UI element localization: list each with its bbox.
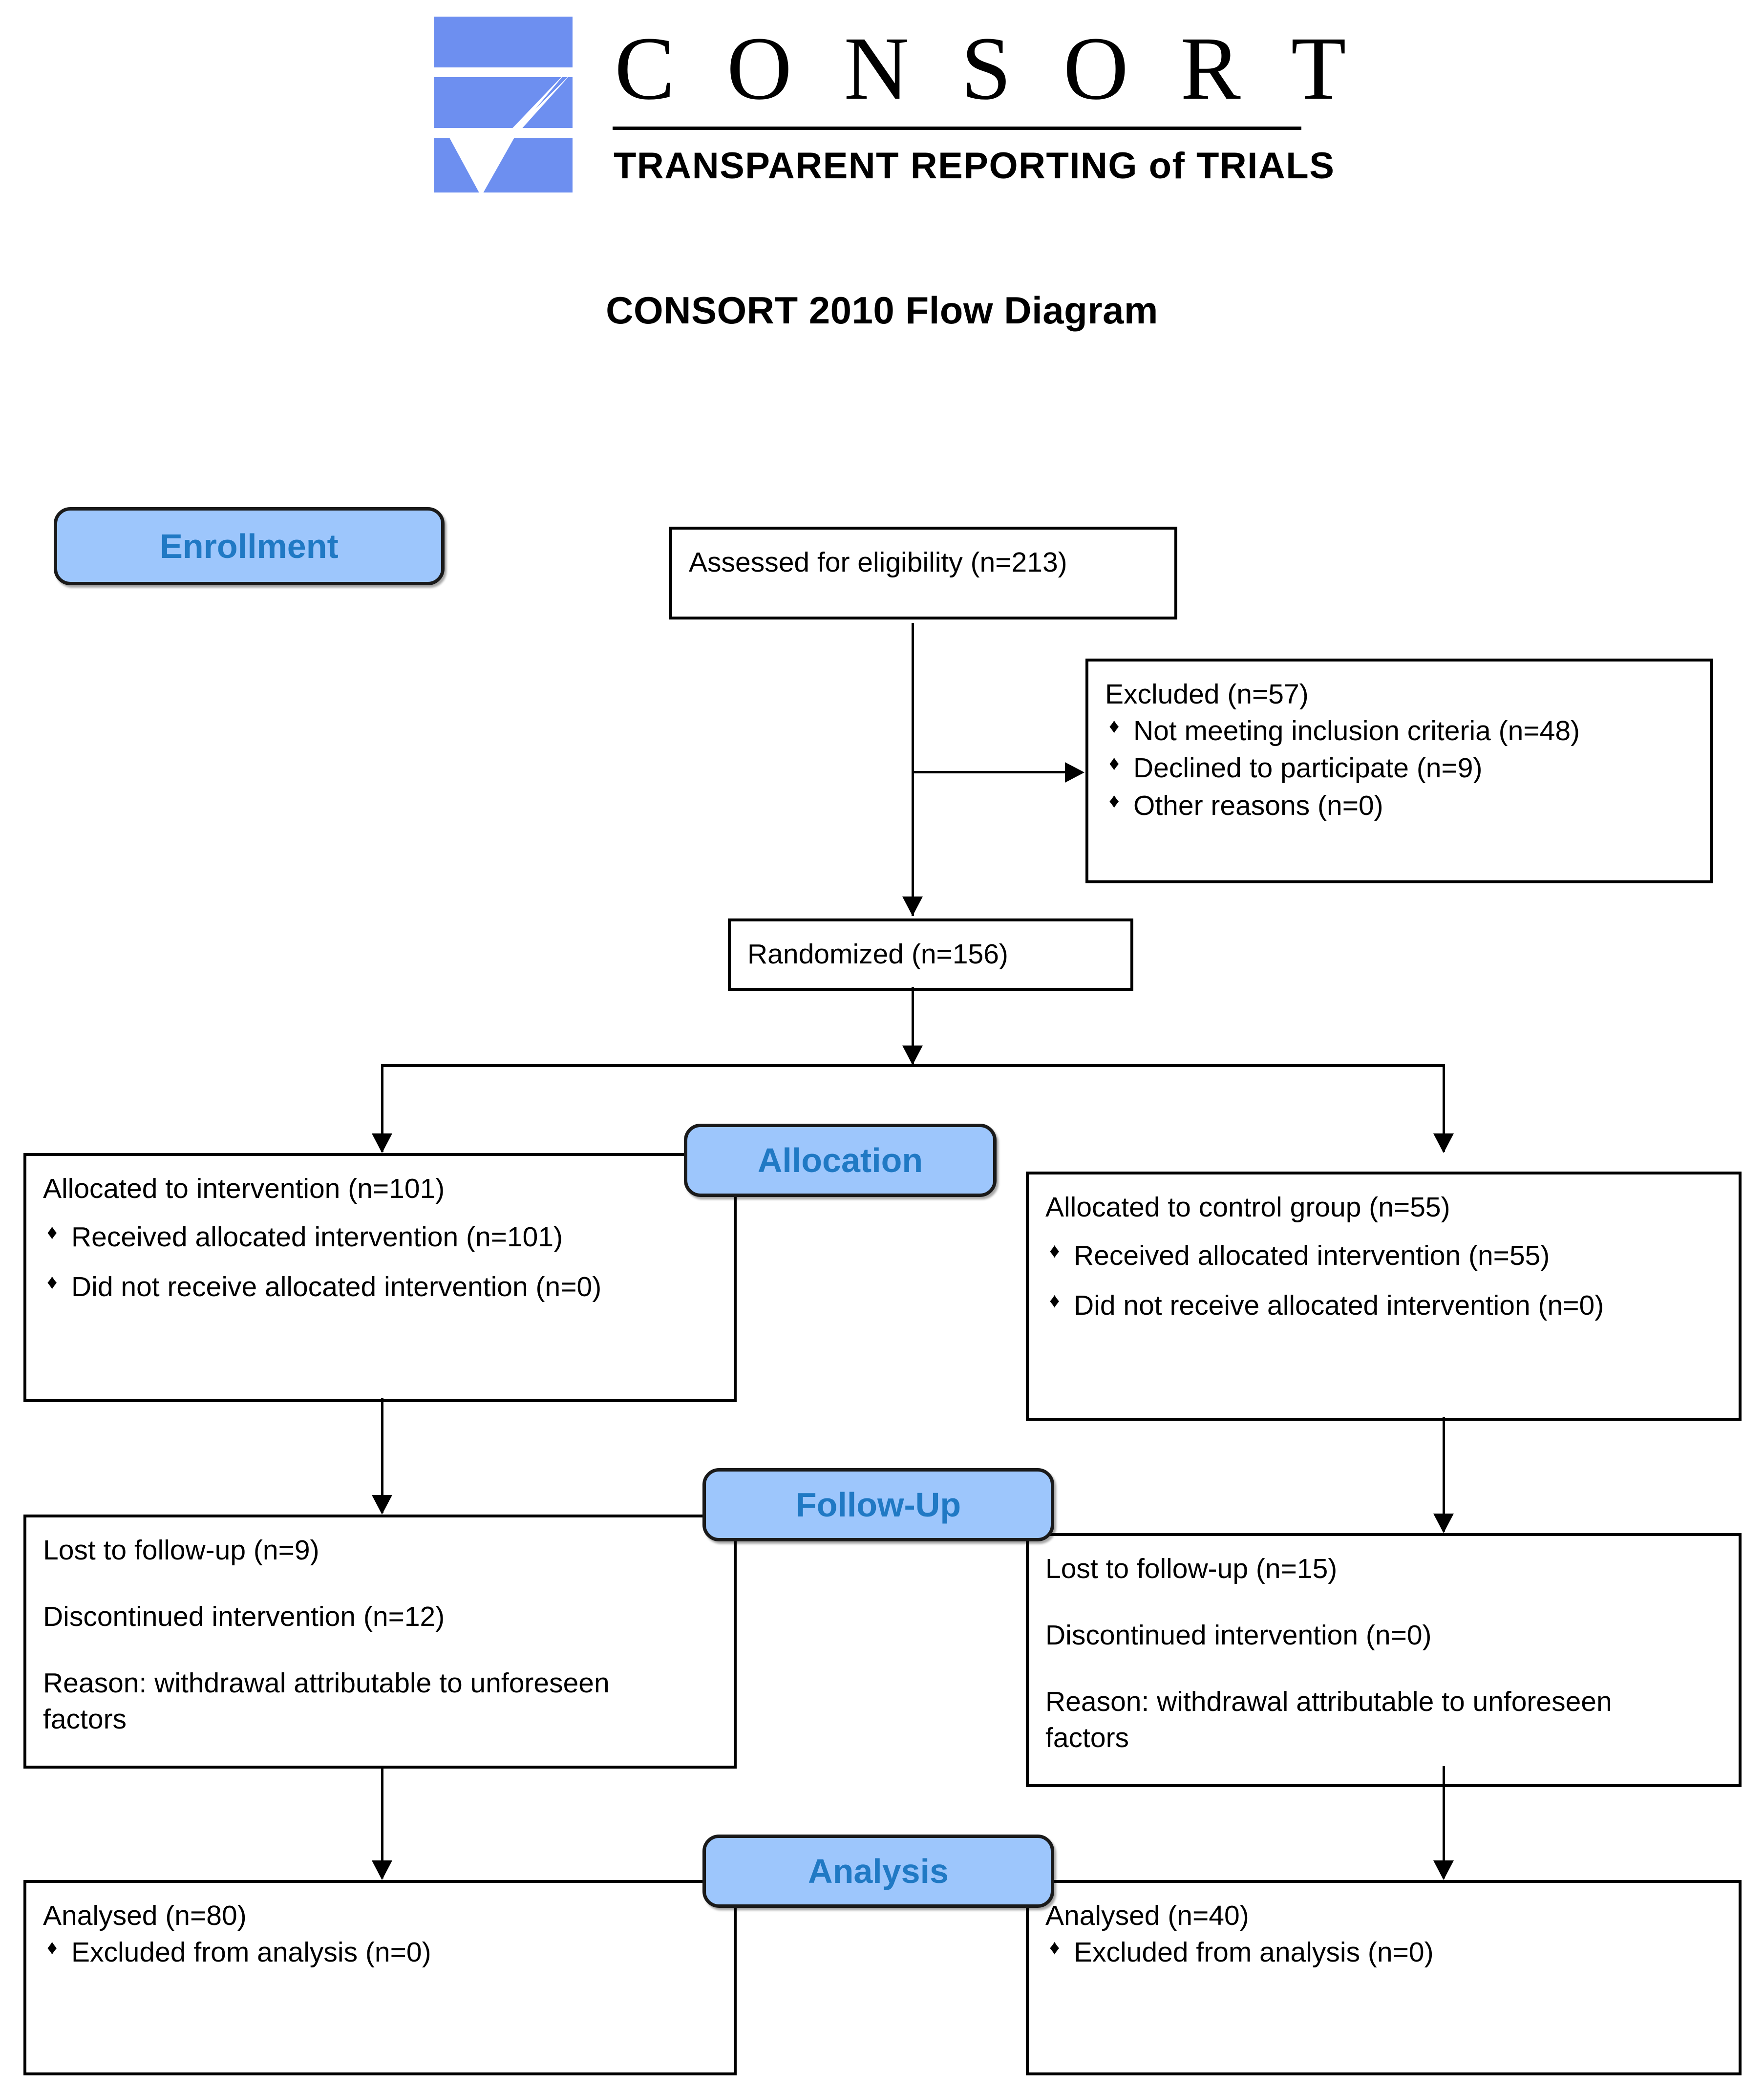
alloc-left-head: Allocated to intervention (n=101) xyxy=(43,1173,445,1204)
followup-right-lost: Lost to follow-up (n=15) xyxy=(1045,1553,1338,1584)
box-analysis-control: Analysed (n=40) Excluded from analysis (… xyxy=(1026,1880,1742,2075)
arrowhead-randomized-down xyxy=(902,1046,923,1065)
arrowhead-followup-left xyxy=(372,1495,392,1515)
stage-badge-followup: Follow-Up xyxy=(702,1468,1054,1541)
connector-allocation-split-bar xyxy=(381,1064,1445,1067)
followup-left-discontinued: Discontinued intervention (n=12) xyxy=(43,1601,445,1633)
arrowhead-followup-right xyxy=(1433,1514,1454,1533)
box-analysis-intervention: Analysed (n=80) Excluded from analysis (… xyxy=(23,1880,737,2075)
arrowhead-analysis-left xyxy=(372,1860,392,1880)
stage-badge-allocation-label: Allocation xyxy=(757,1141,923,1179)
stage-badge-analysis: Analysis xyxy=(702,1835,1054,1908)
analysis-right-head: Analysed (n=40) xyxy=(1045,1900,1249,1931)
connector-split-left-leg xyxy=(381,1064,383,1152)
box-followup-intervention: Lost to follow-up (n=9) Discontinued int… xyxy=(23,1515,737,1769)
consort-wordmark: C O N S O R T TRANSPARENT REPORTING of T… xyxy=(611,10,1348,205)
followup-left-reason: Reason: withdrawal attributable to unfor… xyxy=(43,1667,610,1735)
analysis-left-head: Analysed (n=80) xyxy=(43,1900,247,1931)
assessed-head: Assessed for eligibility (n=213) xyxy=(689,547,1067,578)
list-item: Did not receive allocated intervention (… xyxy=(1045,1287,1722,1324)
stage-badge-allocation: Allocation xyxy=(684,1124,997,1197)
logo-consort-text: C O N S O R T xyxy=(615,19,1361,119)
stage-badge-enrollment-label: Enrollment xyxy=(160,527,339,565)
list-item: Did not receive allocated intervention (… xyxy=(43,1268,717,1305)
list-item: Declined to participate (n=9) xyxy=(1105,749,1694,787)
stage-badge-analysis-label: Analysis xyxy=(808,1852,949,1890)
excluded-head: Excluded (n=57) xyxy=(1105,679,1309,710)
list-item: Other reasons (n=0) xyxy=(1105,787,1694,824)
list-item: Received allocated intervention (n=101) xyxy=(43,1218,717,1256)
consort-logo-header: C O N S O R T TRANSPARENT REPORTING of T… xyxy=(430,10,1348,205)
connector-assessed-to-randomized xyxy=(912,623,914,916)
list-item: Not meeting inclusion criteria (n=48) xyxy=(1105,712,1694,749)
connector-split-right-leg xyxy=(1443,1064,1445,1152)
box-excluded: Excluded (n=57) Not meeting inclusion cr… xyxy=(1085,659,1713,883)
connector-followupright-to-analysisright xyxy=(1443,1766,1445,1879)
logo-divider-rule xyxy=(613,127,1301,130)
box-assessed-for-eligibility: Assessed for eligibility (n=213) xyxy=(669,527,1177,619)
followup-right-reason: Reason: withdrawal attributable to unfor… xyxy=(1045,1686,1612,1754)
followup-left-lost: Lost to follow-up (n=9) xyxy=(43,1535,319,1566)
connector-assessed-to-excluded xyxy=(912,771,1078,773)
connector-followupleft-to-analysisleft xyxy=(381,1766,383,1879)
connector-allocleft-to-followupleft xyxy=(381,1398,383,1513)
alloc-right-head: Allocated to control group (n=55) xyxy=(1045,1192,1450,1223)
alloc-left-list: Received allocated intervention (n=101) … xyxy=(43,1218,717,1306)
connector-allocright-to-followupright xyxy=(1443,1417,1445,1532)
list-item: Received allocated intervention (n=55) xyxy=(1045,1237,1722,1274)
connector-randomized-down xyxy=(912,987,914,1065)
logo-tagline: TRANSPARENT REPORTING of TRIALS xyxy=(614,145,1335,187)
list-item: Excluded from analysis (n=0) xyxy=(1045,1934,1722,1971)
stage-badge-enrollment: Enrollment xyxy=(54,507,445,585)
box-allocated-control: Allocated to control group (n=55) Receiv… xyxy=(1026,1172,1742,1421)
randomized-head: Randomized (n=156) xyxy=(747,939,1008,970)
alloc-right-list: Received allocated intervention (n=55) D… xyxy=(1045,1237,1722,1324)
arrowhead-to-excluded xyxy=(1065,762,1084,783)
box-followup-control: Lost to follow-up (n=15) Discontinued in… xyxy=(1026,1533,1742,1787)
analysis-right-list: Excluded from analysis (n=0) xyxy=(1045,1934,1722,1971)
consort-bars-checkmark-logo xyxy=(430,15,576,196)
arrowhead-analysis-right xyxy=(1433,1860,1454,1880)
excluded-reason-list: Not meeting inclusion criteria (n=48) De… xyxy=(1105,712,1694,824)
stage-badge-followup-label: Follow-Up xyxy=(795,1486,961,1524)
arrowhead-to-randomized xyxy=(902,897,923,916)
analysis-left-list: Excluded from analysis (n=0) xyxy=(43,1934,717,1971)
followup-right-discontinued: Discontinued intervention (n=0) xyxy=(1045,1620,1432,1651)
arrowhead-alloc-right xyxy=(1433,1133,1454,1153)
arrowhead-alloc-left xyxy=(372,1133,392,1153)
page-title: CONSORT 2010 Flow Diagram xyxy=(606,289,1158,332)
box-allocated-intervention: Allocated to intervention (n=101) Receiv… xyxy=(23,1153,737,1402)
box-randomized: Randomized (n=156) xyxy=(728,918,1133,991)
list-item: Excluded from analysis (n=0) xyxy=(43,1934,717,1971)
